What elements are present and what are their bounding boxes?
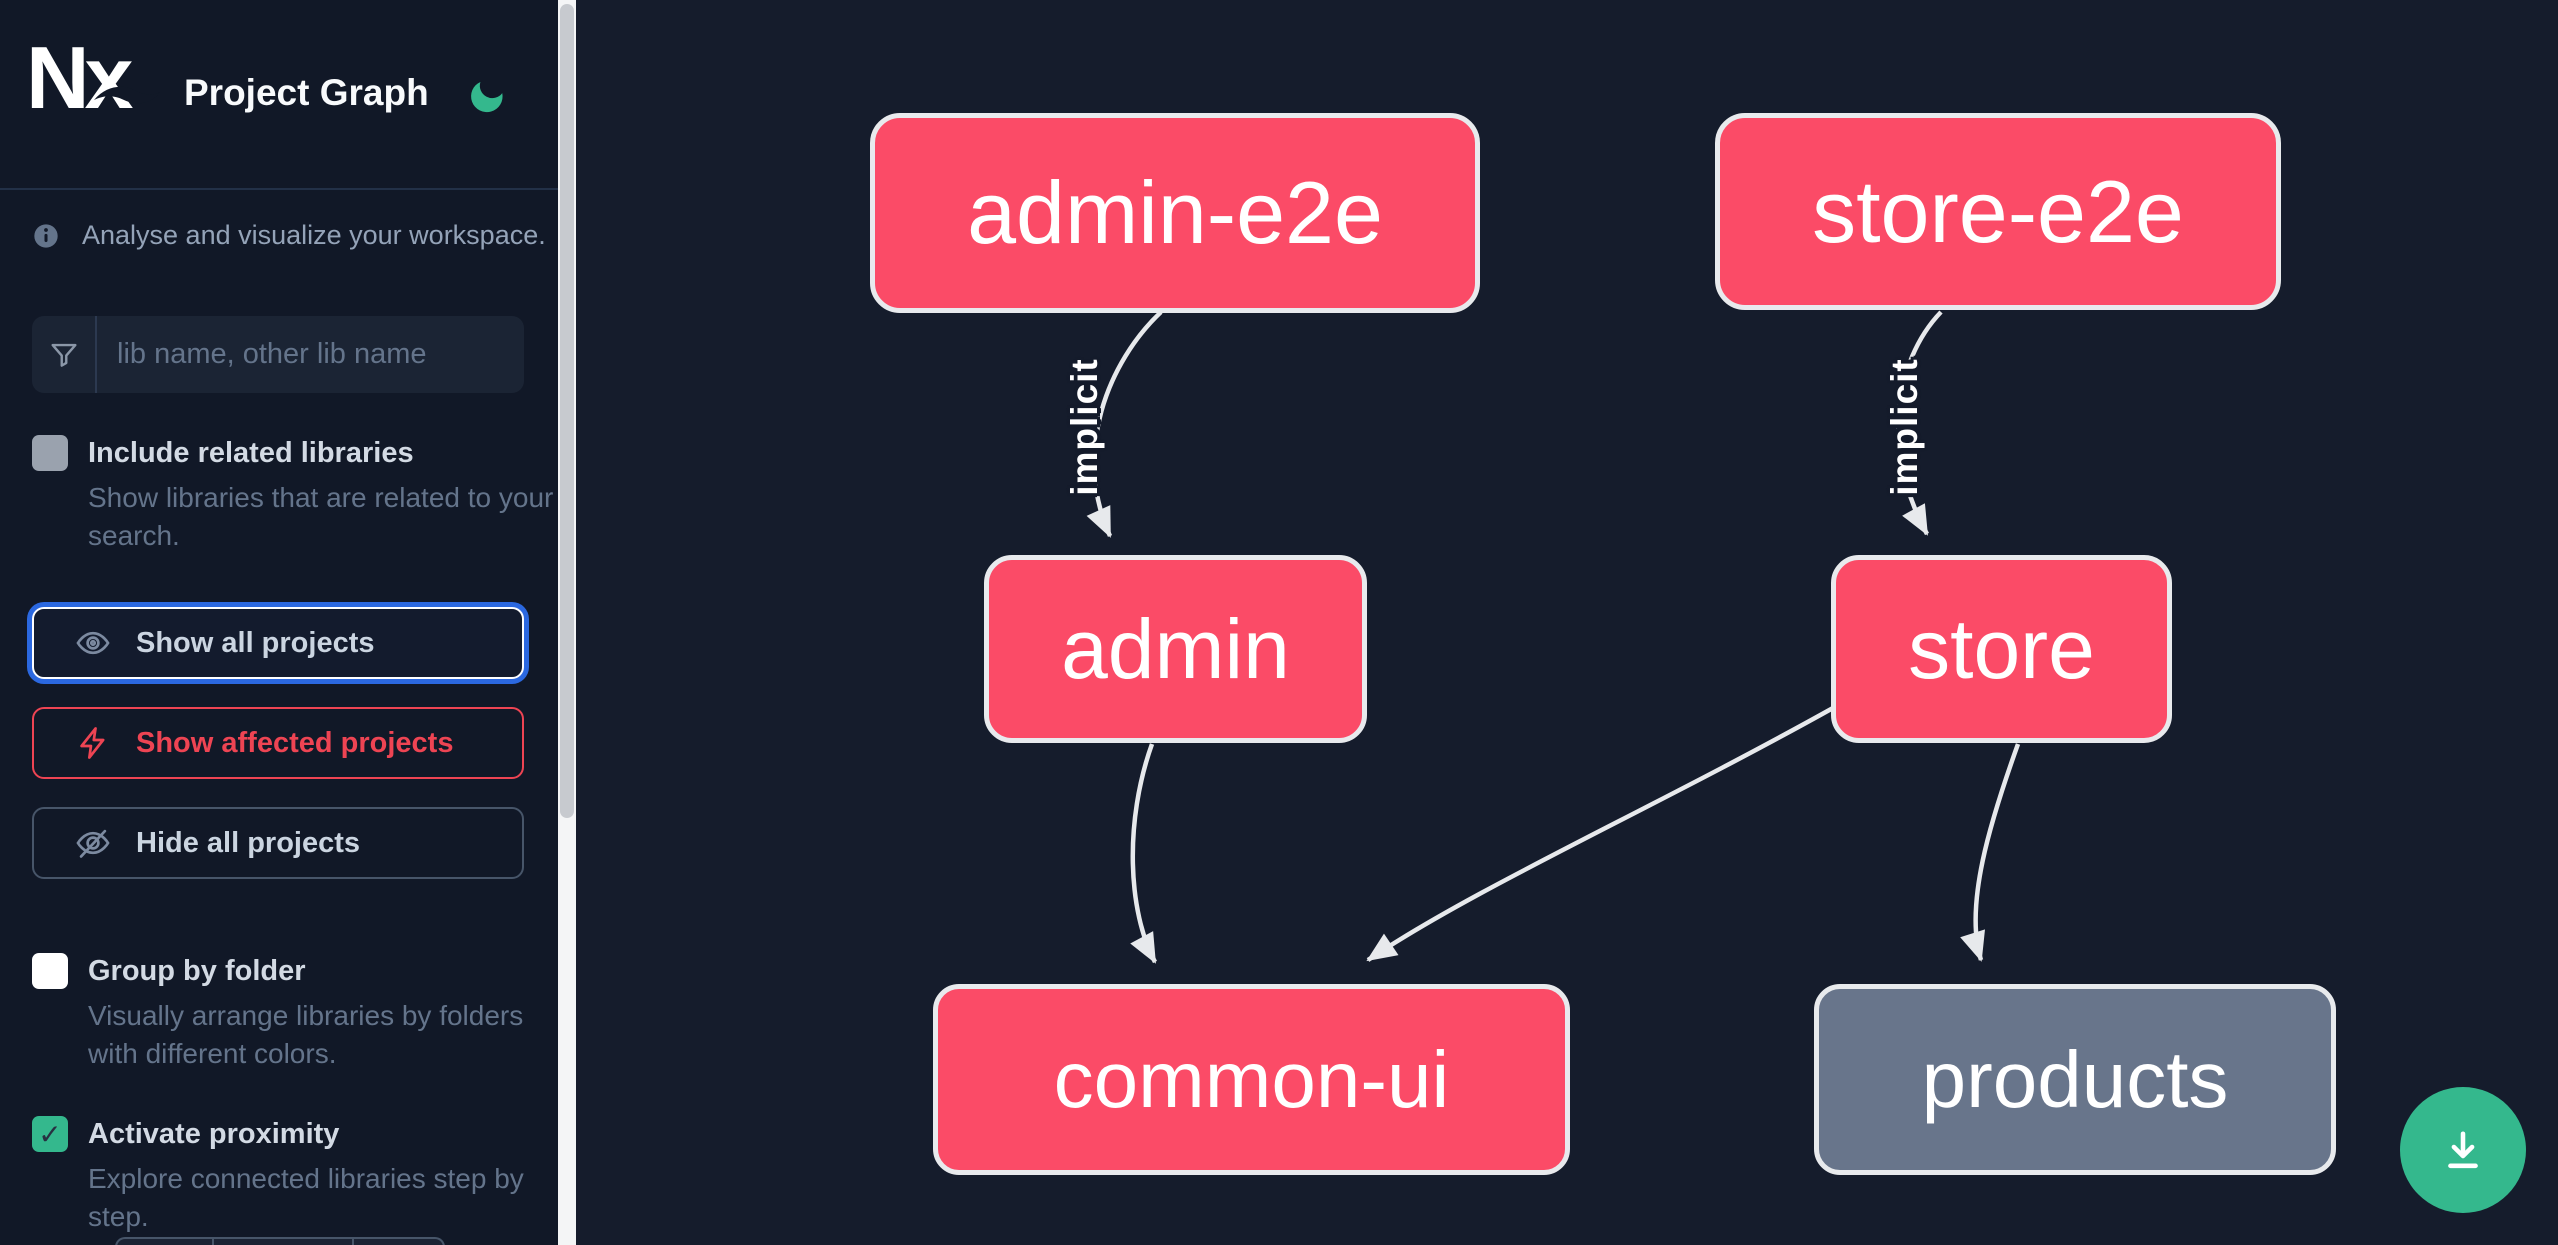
filter-funnel-icon: [32, 316, 97, 393]
edge-label-implicit-store: implicit: [1884, 358, 1925, 496]
toggle-include-related-libraries: Include related libraries Show libraries…: [32, 433, 553, 555]
toggle-group-by-folder: Group by folder Visually arrange librari…: [32, 951, 532, 1073]
graph-node-admin[interactable]: admin: [984, 555, 1367, 743]
edge-store-e2e-to-store[interactable]: [1896, 310, 1943, 536]
edge-store-to-products[interactable]: [1960, 743, 2021, 962]
segment-3[interactable]: [352, 1239, 443, 1245]
sidebar-header: Nx Project Graph: [0, 0, 558, 190]
button-label: Show all projects: [136, 626, 375, 659]
theme-toggle-button[interactable]: [466, 74, 510, 118]
checkbox-description: Visually arrange libraries by folders wi…: [88, 1000, 524, 1069]
checkbox-description: Explore connected libraries step by step…: [88, 1163, 524, 1232]
checkbox-label: Include related libraries: [88, 437, 414, 469]
edge-label-implicit-admin: implicit: [1064, 358, 1105, 496]
search-box: [32, 316, 524, 393]
sidebar: Nx Project Graph: [0, 0, 558, 1245]
edge-store-to-common-ui[interactable]: [1366, 706, 1835, 962]
download-icon: [2437, 1124, 2489, 1176]
checkbox-include-related[interactable]: [32, 435, 68, 471]
segment-1[interactable]: [117, 1239, 212, 1245]
moon-icon: [466, 75, 510, 117]
sidebar-scrollbar-thumb[interactable]: [560, 4, 574, 818]
graph-node-products[interactable]: products: [1814, 984, 2336, 1175]
page-title: Project Graph: [184, 72, 429, 113]
graph-node-admin-e2e[interactable]: admin-e2e: [870, 113, 1480, 313]
edge-admin-e2e-to-admin[interactable]: [1086, 310, 1163, 538]
checkbox-label: Activate proximity: [88, 1118, 340, 1150]
nx-logo-icon: Nx: [26, 18, 160, 138]
checkbox-activate-proximity[interactable]: ✓: [32, 1116, 68, 1152]
lightning-bolt-icon: [74, 724, 112, 762]
checkbox-label: Group by folder: [88, 955, 306, 987]
edge-admin-to-common-ui[interactable]: [1130, 743, 1157, 964]
tagline-text: Analyse and visualize your workspace.: [82, 220, 546, 250]
hide-all-projects-button[interactable]: Hide all projects: [32, 807, 524, 879]
button-label: Show affected projects: [136, 726, 454, 759]
show-affected-projects-button[interactable]: Show affected projects: [32, 707, 524, 779]
show-all-projects-button[interactable]: Show all projects: [32, 607, 524, 679]
eye-off-icon: [74, 824, 112, 862]
tagline-row: Analyse and visualize your workspace.: [32, 220, 546, 251]
eye-icon: [74, 624, 112, 662]
checkbox-group-by-folder[interactable]: [32, 953, 68, 989]
search-input[interactable]: [97, 318, 524, 391]
download-graph-button[interactable]: [2400, 1087, 2526, 1213]
segment-2[interactable]: [212, 1239, 352, 1245]
checkbox-description: Show libraries that are related to your …: [88, 482, 554, 551]
graph-node-common-ui[interactable]: common-ui: [933, 984, 1570, 1175]
bottom-segmented-control[interactable]: [115, 1237, 445, 1245]
sidebar-scrollbar[interactable]: [558, 0, 576, 1245]
toggle-activate-proximity: ✓ Activate proximity Explore connected l…: [32, 1114, 532, 1236]
graph-node-store-e2e[interactable]: store-e2e: [1715, 113, 2281, 310]
graph-node-store[interactable]: store: [1831, 555, 2172, 743]
button-label: Hide all projects: [136, 826, 361, 859]
info-icon: [32, 222, 60, 250]
